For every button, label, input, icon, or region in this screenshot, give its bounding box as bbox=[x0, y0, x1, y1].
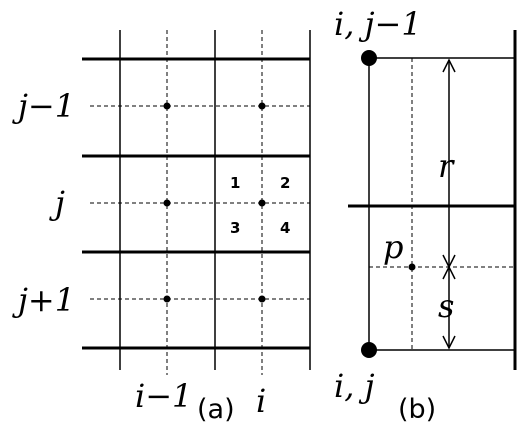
panel-a-grid bbox=[82, 30, 311, 375]
point-label-p: p bbox=[383, 228, 403, 266]
node-label-i-j: i, j bbox=[334, 367, 375, 405]
arrow-down-icon bbox=[442, 335, 456, 350]
panel-b-caption: (b) bbox=[398, 394, 436, 425]
column-label-i: i bbox=[256, 382, 266, 420]
grid-node bbox=[258, 199, 266, 207]
grid-node bbox=[258, 102, 266, 110]
node-i-j-minus-1 bbox=[361, 50, 377, 66]
distance-label-s: s bbox=[438, 287, 454, 325]
grid-node bbox=[163, 102, 171, 110]
quadrant-number-3: 3 bbox=[230, 219, 240, 237]
column-label-i-minus-1: i−1 bbox=[135, 377, 192, 415]
panel-b-cell bbox=[348, 30, 517, 370]
row-label-j-minus-1: j−1 bbox=[12, 87, 75, 125]
quadrant-number-1: 1 bbox=[230, 174, 240, 192]
distance-label-r: r bbox=[438, 147, 455, 185]
node-label-i-j-minus-1: i, j−1 bbox=[334, 5, 422, 43]
grid-node bbox=[163, 295, 171, 303]
grid-node bbox=[258, 295, 266, 303]
row-label-j: j bbox=[49, 184, 65, 222]
quadrant-number-4: 4 bbox=[280, 219, 290, 237]
arrow-up-icon bbox=[442, 265, 456, 280]
node-i-j bbox=[361, 342, 377, 358]
grid-node bbox=[163, 199, 171, 207]
arrow-up-icon bbox=[442, 58, 456, 73]
row-label-j-plus-1: j+1 bbox=[12, 281, 75, 319]
interpolation-point bbox=[408, 263, 416, 271]
quadrant-number-2: 2 bbox=[280, 174, 290, 192]
panel-a-caption: (a) bbox=[197, 394, 235, 425]
